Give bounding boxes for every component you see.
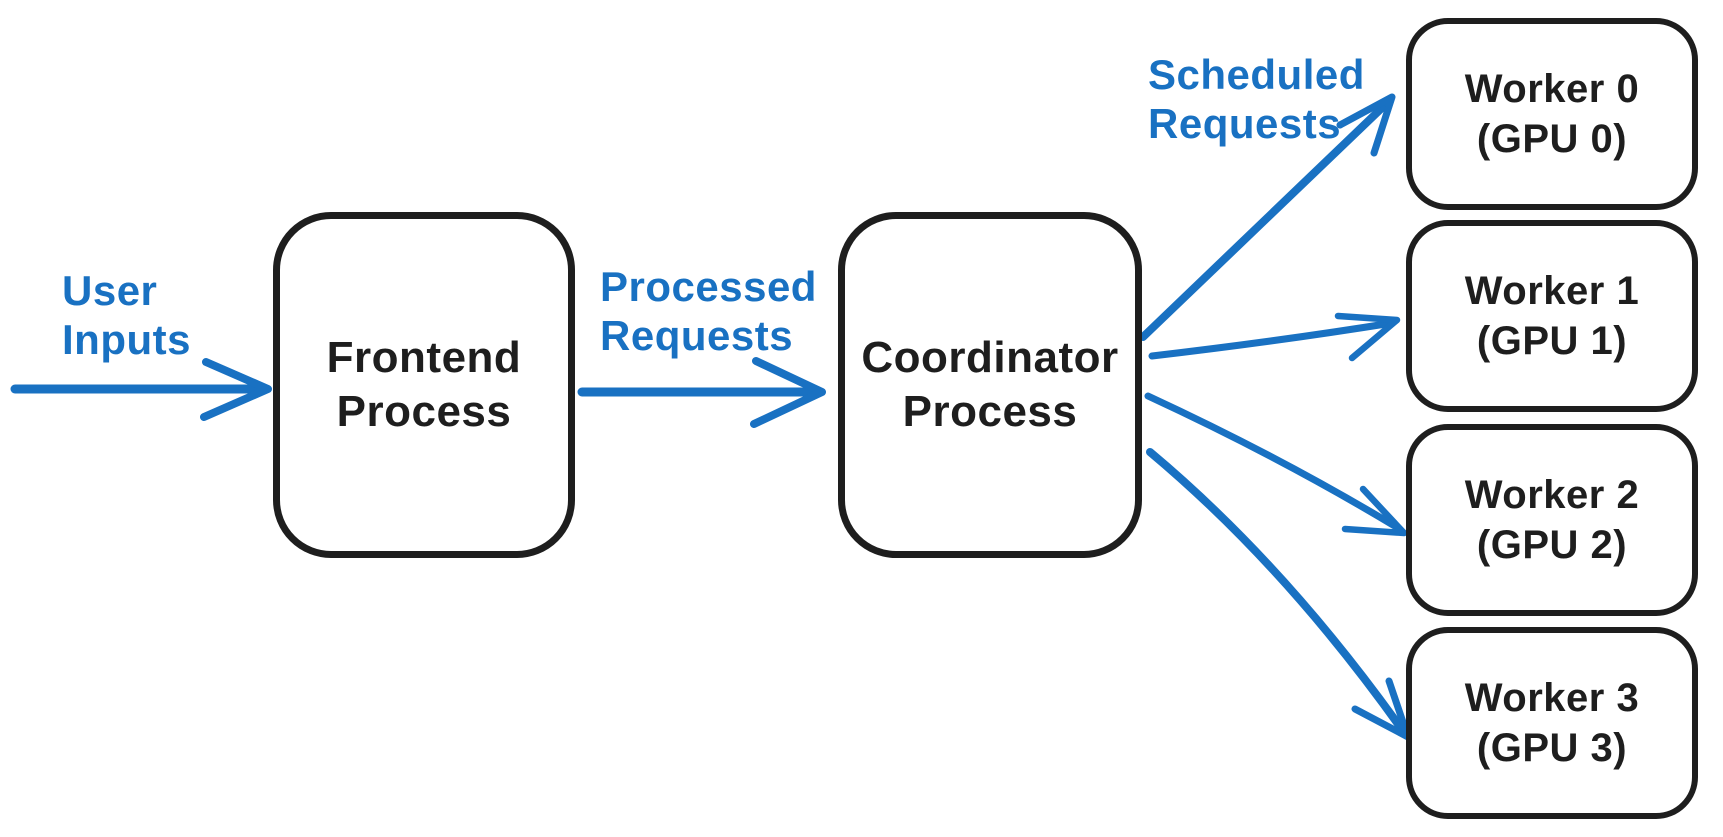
node-label-line: Worker 1 xyxy=(1464,269,1640,313)
node-coordinator-process: Coordinator Process xyxy=(838,212,1142,558)
node-label-line: Worker 0 xyxy=(1464,67,1640,111)
node-label-line: Worker 2 xyxy=(1464,473,1640,517)
arrow-user-inputs xyxy=(10,358,272,421)
node-worker-3: Worker 3 (GPU 3) xyxy=(1406,627,1698,819)
edge-label-scheduled-requests: Scheduled Requests xyxy=(1148,50,1365,148)
node-label-line: Worker 3 xyxy=(1464,676,1640,720)
edge-label-user-inputs: User Inputs xyxy=(62,266,191,364)
edge-label-line: Scheduled xyxy=(1148,51,1365,98)
node-label-line: Frontend xyxy=(326,333,522,383)
node-worker-1: Worker 1 (GPU 1) xyxy=(1406,220,1698,412)
edge-label-line: User xyxy=(62,267,158,314)
edge-label-line: Inputs xyxy=(62,316,191,364)
node-label-line: (GPU 1) xyxy=(1476,319,1628,363)
edge-label-line: Processed xyxy=(600,263,817,310)
node-label-line: Process xyxy=(336,387,512,436)
arrow-processed-requests xyxy=(577,357,826,428)
node-label-line: Process xyxy=(902,387,1078,436)
node-label-line: (GPU 3) xyxy=(1476,726,1628,770)
node-label-line: Coordinator xyxy=(861,333,1119,383)
edge-label-line: Requests xyxy=(600,312,794,360)
node-label-line: (GPU 2) xyxy=(1476,523,1628,567)
node-worker-0: Worker 0 (GPU 0) xyxy=(1406,18,1698,210)
edge-label-line: Requests xyxy=(1148,100,1342,148)
node-label-line: (GPU 0) xyxy=(1476,117,1628,161)
arrow-scheduled-worker-0 xyxy=(1139,93,1396,341)
node-frontend-process: Frontend Process xyxy=(273,212,575,558)
edge-label-processed-requests: Processed Requests xyxy=(600,262,817,360)
arrow-scheduled-worker-2 xyxy=(1144,392,1408,537)
arrow-scheduled-worker-1 xyxy=(1148,312,1401,362)
node-worker-2: Worker 2 (GPU 2) xyxy=(1406,424,1698,616)
